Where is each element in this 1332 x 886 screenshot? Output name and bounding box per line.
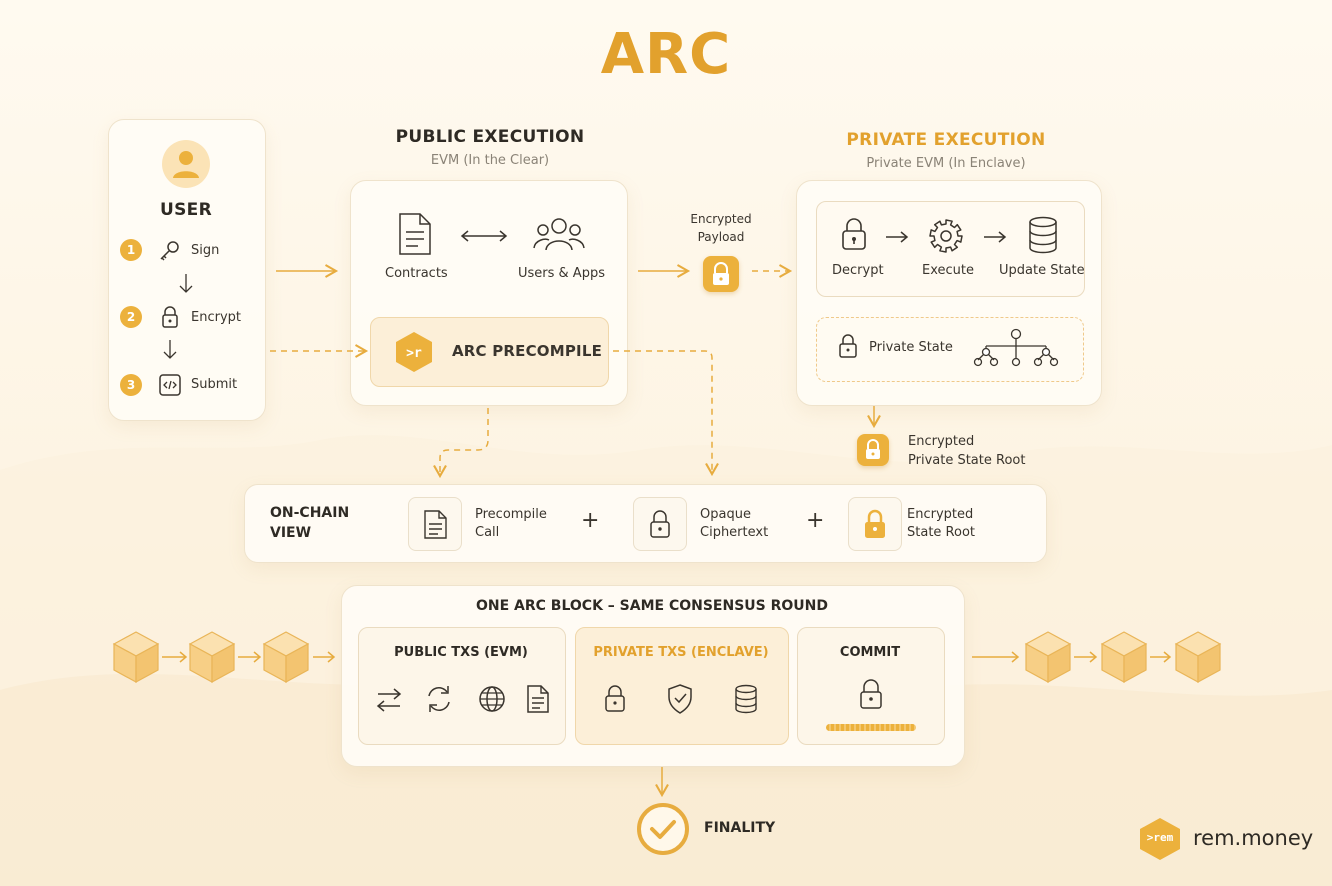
- state-root-iconbox: [848, 497, 902, 551]
- block-cube: [1174, 631, 1222, 684]
- private-execution-subtitle: Private EVM (In Enclave): [866, 156, 1026, 171]
- key-icon: [160, 241, 179, 261]
- sync-icon: [428, 686, 450, 712]
- step-number-3: 3: [120, 374, 142, 396]
- lock-icon: [713, 262, 729, 285]
- document-icon: [399, 213, 431, 255]
- lock-icon: [839, 334, 857, 358]
- lock-icon: [860, 679, 882, 709]
- chain-right: [972, 631, 1222, 684]
- precompile-call-iconbox: [408, 497, 462, 551]
- chain-arrow: [162, 651, 188, 663]
- step-number-1: 1: [120, 239, 142, 261]
- chain-left: [112, 631, 336, 684]
- encrypted-payload-line2: Payload: [697, 230, 745, 244]
- users-apps-label: Users & Apps: [518, 266, 605, 281]
- arrow-down-icon: [163, 340, 177, 359]
- ciphertext-iconbox: [633, 497, 687, 551]
- gear-icon: [929, 219, 963, 253]
- finality-label: FINALITY: [704, 820, 776, 836]
- lock-icon: [865, 509, 885, 538]
- block-cube: [112, 631, 160, 684]
- page-title: ARC: [600, 22, 732, 87]
- svg-text:>r: >r: [406, 346, 422, 361]
- update-state-label: Update State: [999, 263, 1085, 278]
- ciphertext-line2: Ciphertext: [700, 525, 769, 540]
- arrow-right-icon: [886, 231, 909, 243]
- state-root-onchain-line2: State Root: [907, 525, 975, 540]
- double-arrow-icon: [460, 230, 508, 242]
- state-root-line2: Private State Root: [908, 453, 1026, 468]
- users-icon: [533, 218, 585, 251]
- step-label-encrypt: Encrypt: [191, 310, 241, 325]
- onchain-view-heading-1: ON-CHAIN: [270, 505, 350, 521]
- block-cube: [1100, 631, 1148, 684]
- transfer-icon: [376, 688, 402, 712]
- state-root-line1: Encrypted: [908, 434, 975, 449]
- block-cube: [262, 631, 310, 684]
- encrypted-payload-badge: [703, 256, 739, 292]
- user-heading: USER: [160, 200, 212, 220]
- lock-icon: [162, 306, 178, 328]
- chain-arrow: [238, 651, 262, 663]
- rem-logo-text: >rem: [1146, 831, 1174, 844]
- user-avatar: [162, 140, 210, 188]
- precompile-call-line2: Call: [475, 525, 500, 540]
- document-icon: [527, 685, 549, 713]
- globe-icon: [479, 686, 505, 712]
- document-icon: [424, 510, 447, 539]
- arrow-down-icon: [179, 274, 193, 293]
- public-txs-label: PUBLIC TXS (EVM): [394, 645, 528, 660]
- chain-arrow: [313, 651, 336, 663]
- user-card: [108, 119, 266, 421]
- arrow-right-icon: [984, 231, 1007, 243]
- state-root-onchain-line1: Encrypted: [907, 507, 974, 522]
- private-execution-heading: PRIVATE EXECUTION: [846, 130, 1046, 150]
- ciphertext-line1: Opaque: [700, 507, 751, 522]
- person-icon: [173, 151, 199, 178]
- plus-sign: +: [581, 508, 600, 533]
- tree-icon: [973, 328, 1059, 367]
- commit-label: COMMIT: [839, 645, 901, 660]
- encrypted-payload-line1: Encrypted: [690, 212, 752, 226]
- database-icon: [735, 684, 757, 714]
- contracts-label: Contracts: [385, 266, 448, 281]
- arc-precompile-label: ARC PRECOMPILE: [452, 342, 603, 360]
- public-execution-subtitle: EVM (In the Clear): [430, 153, 550, 168]
- shield-icon: [668, 684, 692, 714]
- decrypt-label: Decrypt: [832, 263, 884, 278]
- code-icon: [159, 374, 181, 396]
- step-label-submit: Submit: [191, 377, 238, 392]
- finality-check-icon: [637, 803, 689, 855]
- state-root-badge: [857, 434, 889, 466]
- plus-sign: +: [806, 508, 825, 533]
- arc-block-heading: ONE ARC BLOCK – SAME CONSENSUS ROUND: [475, 598, 829, 614]
- precompile-call-line1: Precompile: [475, 507, 547, 522]
- rem-logo-icon: [1140, 818, 1180, 860]
- execute-label: Execute: [922, 263, 974, 278]
- chain-arrow: [972, 651, 1020, 663]
- lock-icon: [842, 218, 866, 250]
- lock-icon: [605, 685, 625, 712]
- block-cube: [1024, 631, 1072, 684]
- onchain-view-heading-2: VIEW: [270, 525, 312, 541]
- chain-arrow: [1074, 651, 1098, 663]
- commit-progress-bar: [826, 724, 916, 731]
- chain-arrow: [1150, 651, 1172, 663]
- database-icon: [1029, 216, 1057, 254]
- private-txs-label: PRIVATE TXS (ENCLAVE): [593, 645, 769, 660]
- step-label-sign: Sign: [191, 243, 220, 258]
- lock-icon: [866, 439, 880, 459]
- arc-hexagon-icon: >r: [396, 332, 432, 372]
- step-number-2: 2: [120, 306, 142, 328]
- public-execution-heading: PUBLIC EXECUTION: [395, 127, 585, 147]
- block-cube: [188, 631, 236, 684]
- lock-icon: [650, 510, 670, 538]
- private-state-box: [816, 317, 1084, 382]
- private-state-label: Private State: [869, 340, 953, 355]
- brand-name[interactable]: rem.money: [1193, 826, 1314, 850]
